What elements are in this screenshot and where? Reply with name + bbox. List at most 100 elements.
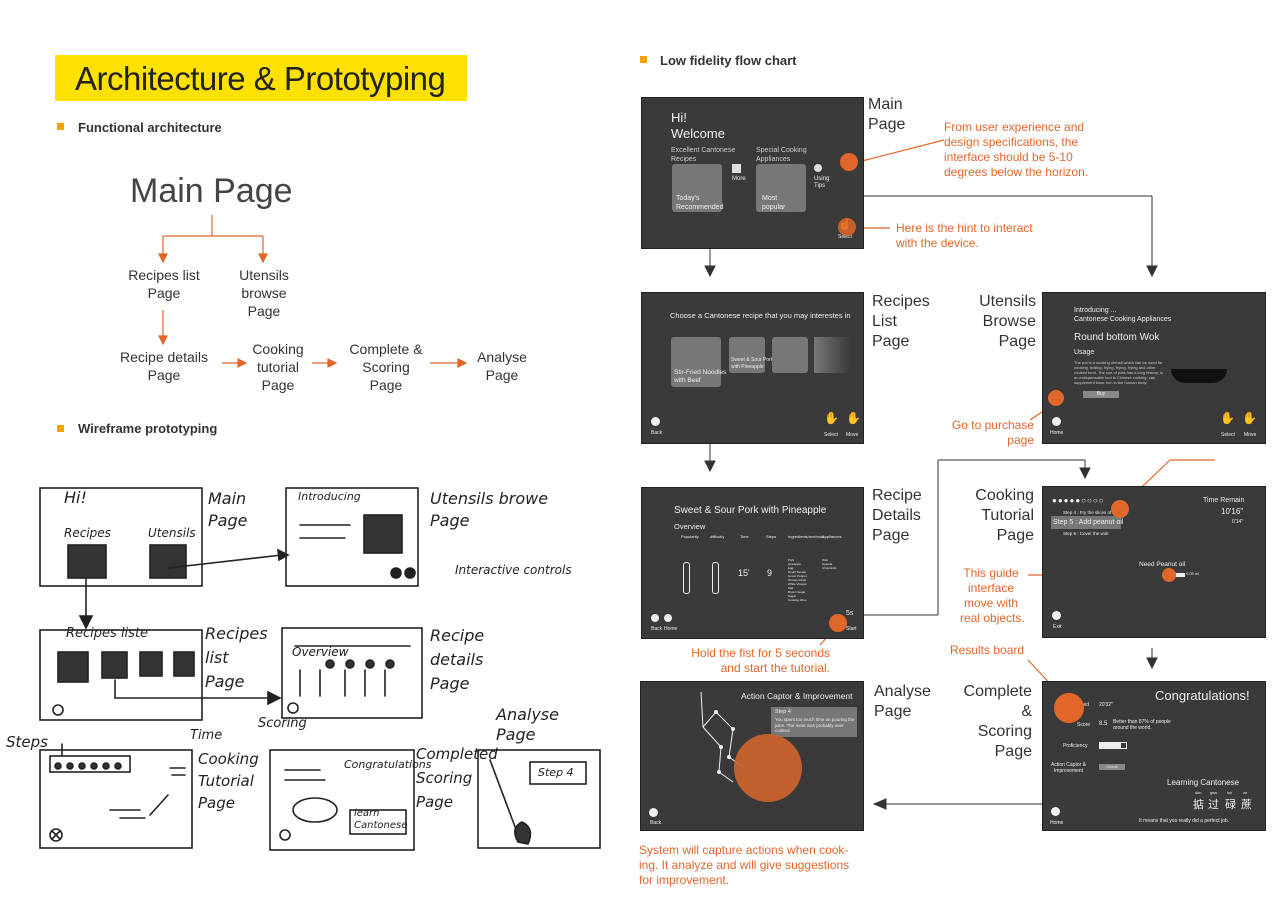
sketch-main-page: Main Page — [208, 489, 248, 530]
utensils-move: Move — [1244, 432, 1257, 438]
sketch-analyse: Analyse Page — [496, 705, 559, 744]
details-timer: 5s — [846, 610, 854, 617]
scoring-learning: Learning Cantonese — [1167, 778, 1240, 787]
recipes-list-label: Recipes List Page — [872, 293, 930, 350]
back-icon[interactable] — [649, 808, 658, 817]
hint-dot — [840, 153, 858, 171]
scoring-time-val: 20'32" — [1099, 702, 1113, 708]
analyse-tip-box: Step 4 You spent too much time on pourin… — [771, 707, 857, 737]
bulb-icon[interactable] — [814, 164, 822, 172]
home-icon[interactable] — [1052, 417, 1061, 426]
sketch-congratulations: Congratulations — [344, 758, 432, 771]
main-hi: Hi! — [671, 110, 687, 125]
back-icon[interactable] — [651, 614, 659, 622]
scoring-label: Complete & Scoring Page — [963, 683, 1032, 760]
tile-recipe[interactable] — [814, 337, 850, 373]
details-title: Sweet & Sour Pork with Pineapple — [674, 505, 827, 516]
roman-luk: luk — [1227, 790, 1233, 795]
tutorial-s6: Step 6 : Cover the wok — [1063, 531, 1109, 536]
details-screen: Sweet & Sour Pork with Pineapple Overvie… — [641, 487, 864, 639]
hint-dot — [1048, 390, 1064, 406]
recipes-back: Back — [651, 430, 663, 436]
more-icon[interactable] — [732, 164, 741, 173]
tile-recommended[interactable]: Today's Recommended — [672, 164, 724, 212]
analyse-label: Analyse Page — [874, 683, 931, 720]
col-time: Time — [740, 534, 749, 539]
roman-dim: dim — [1195, 790, 1202, 795]
difficulty-meter — [712, 562, 719, 594]
scoring-better: Better than 87% of people around the wor… — [1113, 719, 1171, 731]
hint-dot — [838, 218, 856, 236]
arch-recipes-list: Recipes list Page — [128, 267, 200, 301]
details-overview: Overview — [674, 522, 706, 531]
details-appliances: Wok Spatula Chopsticks — [822, 558, 837, 570]
arch-analyse: Analyse Page — [477, 349, 527, 383]
main-page-label: Main Page — [868, 96, 906, 133]
exit-icon[interactable] — [1052, 611, 1061, 620]
hand-icon[interactable]: ✋ — [824, 411, 839, 425]
back-icon[interactable] — [651, 417, 660, 426]
char-luk: 碌 — [1225, 798, 1236, 811]
main-more: More — [732, 176, 746, 182]
sketch-utensils: Utensils — [148, 526, 196, 540]
tile-stir-fried[interactable]: Stir-Fried Noodles with Beef — [671, 337, 726, 387]
tutorial-amount: 0.05 ml — [1186, 571, 1200, 576]
scoring-meaning: It means that you really did a perfect j… — [1139, 818, 1230, 824]
main-select: Select — [838, 234, 852, 240]
details-label: Recipe Details Page — [872, 487, 922, 544]
analyse-title: Action Captor & Improvement — [741, 691, 853, 701]
hand-icon[interactable]: ✋ — [1220, 411, 1235, 425]
roman-ze: ze — [1243, 790, 1248, 795]
move-icon[interactable]: ✋ — [846, 411, 861, 425]
tile-recipe[interactable] — [772, 337, 808, 373]
section-bullet — [57, 123, 64, 130]
annot-fist: Hold the fist for 5 seconds and start th… — [691, 646, 830, 675]
tile-stir-fried-label: Stir-Fried Noodles with Beef — [674, 369, 727, 384]
section-functional: Functional architecture — [78, 120, 222, 135]
section-flow: Low fidelity flow chart — [660, 53, 797, 68]
tile-popular[interactable]: Most popular — [756, 164, 806, 212]
proficiency-bar — [1099, 742, 1127, 749]
sketch-recipe-details-page: Recipe details Page — [430, 626, 485, 693]
sketch-recipes-list-page: Recipes list Page — [205, 624, 268, 691]
col-popularity: Popularity — [681, 534, 699, 539]
scoring-home: Home — [1050, 820, 1064, 826]
scoring-score-val: 8.5 — [1099, 721, 1108, 727]
annot-horizon: From user experience and design specific… — [944, 120, 1089, 179]
wok-icon — [1171, 369, 1227, 383]
main-welcome: Welcome — [671, 126, 725, 141]
annot-purchase: Go to purchase page — [951, 418, 1034, 447]
buy-button[interactable]: Buy — [1083, 391, 1119, 398]
home-icon[interactable] — [664, 614, 672, 622]
col-ingredients: Ingredients/methods — [788, 534, 825, 539]
utensils-sub: Cantonese Cooking Appliances — [1074, 316, 1172, 323]
col-appliances: Appliances — [822, 534, 842, 539]
page-title: Architecture & Prototyping — [75, 60, 446, 97]
tutorial-screen: ●●●●●○○○○ Time Remain 10'16" 0'14" Step … — [1042, 486, 1266, 638]
sketch-introducing: Introducing — [298, 490, 361, 503]
tile-popular-label: Most popular — [762, 195, 786, 211]
check-button[interactable]: Check — [1099, 764, 1125, 770]
recipes-heading: Choose a Cantonese recipe that you may i… — [670, 311, 851, 320]
tile-recommended-label: Today's Recommended — [676, 195, 724, 211]
sketch-cooking-tutorial: Cooking Tutorial Page — [198, 750, 259, 812]
section-wireframe: Wireframe prototyping — [78, 421, 218, 436]
section-bullet — [57, 425, 64, 432]
utensils-desc: The pot is a cooking utensil which can b… — [1074, 360, 1163, 385]
scoring-congrats: Congratulations! — [1155, 688, 1250, 703]
sketch-steps: Steps — [6, 733, 48, 751]
move-icon[interactable]: ✋ — [1242, 411, 1257, 425]
section-bullet — [640, 56, 647, 63]
tile-sweet-sour[interactable]: Sweet & Sour Pork with Pineapple — [729, 337, 773, 373]
annot-guide: This guide interface move with real obje… — [960, 566, 1025, 625]
col-difficulty: difficulty — [710, 534, 725, 539]
tutorial-exit: Exit — [1053, 624, 1062, 630]
sketch-hi: Hi! — [64, 488, 87, 507]
sketch-recipes: Recipes — [64, 526, 111, 540]
sketch-scoring: Scoring — [258, 716, 307, 731]
details-time: 15' — [738, 568, 750, 578]
sketch-time: Time — [190, 728, 223, 743]
home-icon[interactable] — [1051, 807, 1060, 816]
roman-gwo: gwo — [1210, 790, 1218, 795]
utensils-name: Round bottom Wok — [1074, 332, 1160, 343]
